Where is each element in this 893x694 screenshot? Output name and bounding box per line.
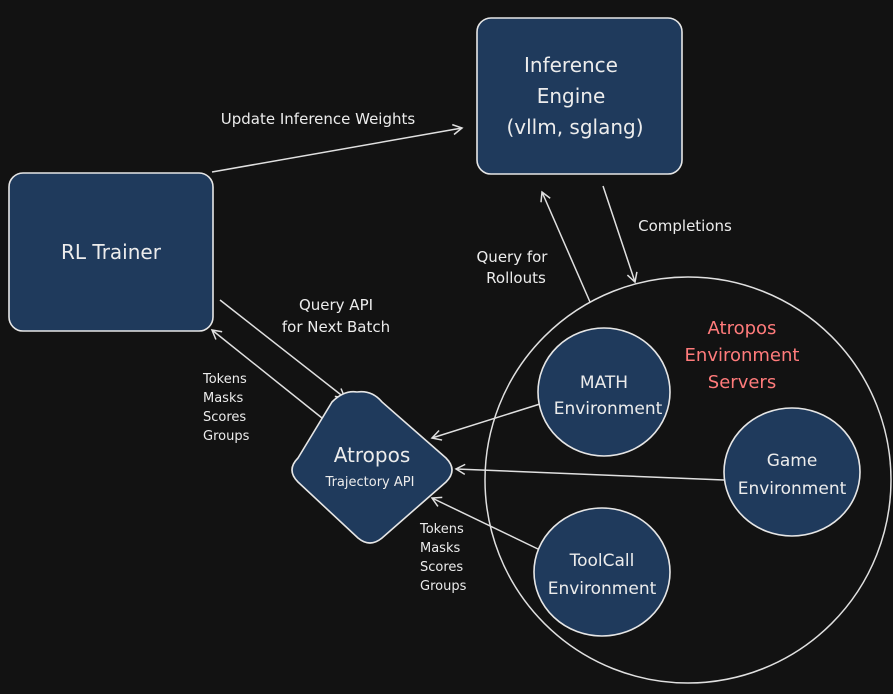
toolcall-env-line1: ToolCall	[569, 551, 635, 571]
edge-toolcall-to-atropos	[430, 496, 541, 551]
env-group-line3: Servers	[708, 372, 776, 393]
edge-game-to-atropos	[454, 463, 725, 481]
atropos-subtitle: Trajectory API	[325, 475, 415, 490]
toolcall-return-item: Scores	[420, 560, 463, 575]
toolcall-return-item: Groups	[420, 579, 467, 594]
trainer-return-item: Scores	[203, 410, 246, 425]
toolcall-return-labels: Tokens Masks Scores Groups	[419, 522, 467, 594]
game-env-line2: Environment	[738, 479, 847, 499]
edge-completions	[602, 185, 638, 284]
query-api-line2: for Next Batch	[282, 318, 390, 336]
game-environment-node[interactable]: Game Environment	[723, 407, 861, 537]
inference-engine-line3: (vllm, sglang)	[506, 115, 643, 139]
toolcall-return-item: Masks	[420, 541, 460, 556]
math-env-line1: MATH	[580, 373, 628, 393]
update-weights-label: Update Inference Weights	[221, 110, 416, 128]
query-rollouts-line2: Rollouts	[486, 269, 546, 287]
atropos-trajectory-api-node[interactable]: Atropos Trajectory API	[291, 390, 453, 544]
trainer-return-item: Masks	[203, 391, 243, 406]
toolcall-env-line2: Environment	[548, 579, 657, 599]
edge-query-rollouts	[540, 190, 591, 303]
query-rollouts-line1: Query for	[477, 248, 549, 266]
edge-math-to-atropos	[430, 403, 541, 441]
trainer-return-item: Tokens	[202, 372, 247, 387]
env-group-line2: Environment	[685, 345, 800, 366]
rl-trainer-label: RL Trainer	[61, 240, 162, 264]
trainer-return-item: Groups	[203, 429, 250, 444]
environment-servers-circle	[484, 276, 892, 684]
toolcall-return-item: Tokens	[419, 522, 464, 537]
trainer-return-labels: Tokens Masks Scores Groups	[202, 372, 250, 444]
edge-trainer-return	[210, 329, 323, 419]
math-env-line2: Environment	[554, 399, 663, 419]
atropos-title: Atropos	[334, 443, 411, 467]
toolcall-environment-node[interactable]: ToolCall Environment	[533, 507, 671, 637]
game-env-line1: Game	[767, 451, 818, 471]
inference-engine-line2: Engine	[537, 84, 606, 108]
edge-query-api	[219, 299, 347, 399]
math-environment-node[interactable]: MATH Environment	[537, 327, 671, 457]
inference-engine-node[interactable]: Inference Engine (vllm, sglang)	[476, 17, 683, 175]
query-api-line1: Query API	[299, 296, 373, 314]
completions-label: Completions	[638, 217, 732, 235]
inference-engine-line1: Inference	[524, 53, 618, 77]
rl-trainer-node[interactable]: RL Trainer	[8, 172, 214, 332]
edge-update-weights	[211, 123, 464, 173]
env-group-line1: Atropos	[708, 318, 777, 339]
environment-servers-label: Atropos Environment Servers	[685, 318, 800, 393]
